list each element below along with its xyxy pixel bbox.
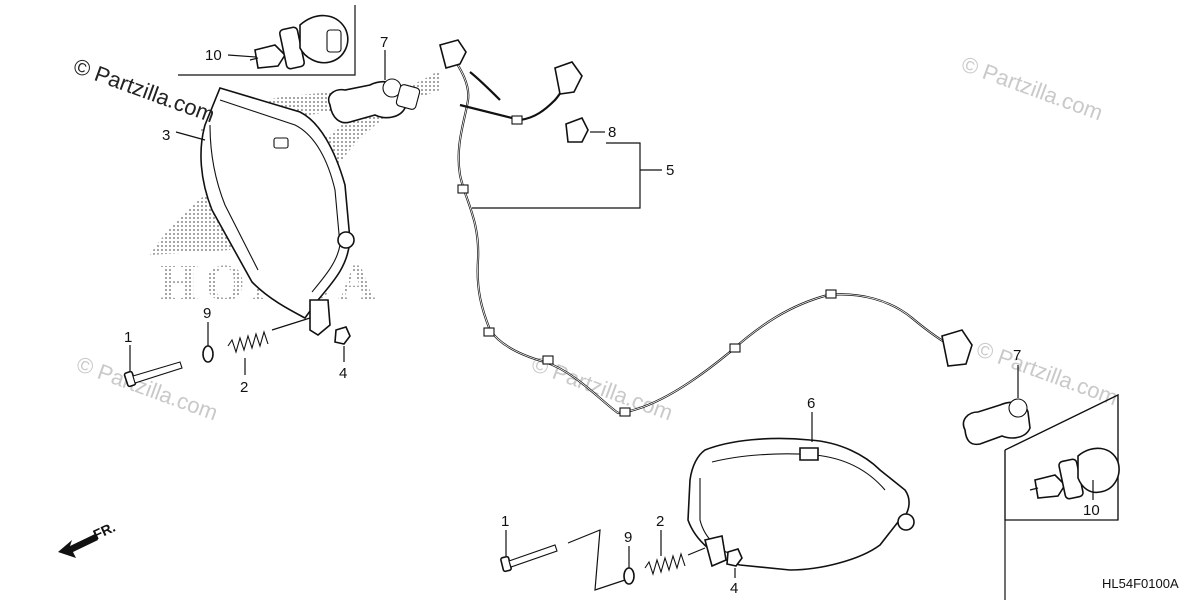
fasteners-right: 1 9 2 4 bbox=[500, 513, 743, 597]
callout-bolt-left: 1 bbox=[124, 329, 132, 346]
harness-clip bbox=[542, 355, 554, 365]
callout-bulb-top: 7 bbox=[380, 34, 388, 51]
connector-plug bbox=[554, 61, 583, 95]
headlight-right: 6 bbox=[687, 395, 915, 571]
watermark-text: © Partzilla.com bbox=[958, 51, 1106, 125]
spring-left: 2 bbox=[227, 317, 311, 396]
socket-box-right: 10 bbox=[1004, 394, 1120, 600]
harness-clip bbox=[825, 289, 837, 299]
connector-plug bbox=[941, 329, 973, 367]
washer-left: 9 bbox=[202, 305, 214, 363]
bulb-top: 7 bbox=[327, 34, 421, 124]
callout-bulb-right: 7 bbox=[1013, 347, 1021, 364]
front-direction-indicator: FR. bbox=[58, 519, 118, 558]
spring-right: 2 bbox=[644, 513, 706, 576]
callout-socket-top: 10 bbox=[205, 47, 222, 64]
socket-box-top: 10 bbox=[178, 5, 356, 76]
callout-harness: 5 bbox=[666, 162, 674, 179]
callout-bolt-right: 1 bbox=[501, 513, 509, 530]
connector-plug bbox=[439, 39, 467, 69]
leader-line bbox=[567, 529, 626, 591]
callout-nut-left: 4 bbox=[339, 365, 347, 382]
leader-line bbox=[175, 131, 206, 141]
bulb-right: 7 bbox=[962, 347, 1031, 446]
callout-nut-right: 4 bbox=[730, 580, 738, 597]
harness-clip bbox=[483, 327, 495, 337]
direction-label: FR. bbox=[91, 519, 118, 543]
fasteners-left: 1 9 2 4 bbox=[123, 305, 351, 396]
watermark-text: © Partzilla.com bbox=[973, 336, 1121, 410]
diagram-code: HL54F0100A bbox=[1102, 576, 1179, 591]
callout-headlight-right: 6 bbox=[807, 395, 815, 412]
callout-washer-right: 9 bbox=[624, 529, 632, 546]
bulb-socket-top bbox=[249, 14, 349, 70]
nut-left: 4 bbox=[334, 326, 351, 382]
harness-clip bbox=[457, 184, 469, 194]
callout-socket-right: 10 bbox=[1083, 502, 1100, 519]
bolt-right: 1 bbox=[500, 513, 558, 573]
leader-line bbox=[227, 54, 257, 58]
watermark-text: © Partzilla.com bbox=[73, 351, 221, 425]
callout-spring-left: 2 bbox=[240, 379, 248, 396]
leader-line bbox=[472, 142, 641, 209]
bulb-socket-right bbox=[1029, 447, 1120, 500]
connector-eight: 8 bbox=[565, 116, 616, 143]
wire-harness: 5 bbox=[439, 39, 973, 417]
callout-connector: 8 bbox=[608, 124, 616, 141]
harness-clip bbox=[619, 407, 631, 417]
harness-clip bbox=[511, 115, 523, 125]
watermark-text-top-left: © Partzilla.com bbox=[70, 53, 218, 127]
nut-right: 4 bbox=[726, 548, 743, 597]
bolt-left: 1 bbox=[123, 329, 183, 388]
callout-headlight-left: 3 bbox=[162, 127, 170, 144]
callout-washer-left: 9 bbox=[203, 305, 211, 322]
box-outline bbox=[178, 5, 356, 76]
harness-clip bbox=[729, 343, 741, 353]
front-arrow-icon bbox=[58, 534, 98, 558]
washer-right: 9 bbox=[623, 529, 635, 585]
callout-spring-right: 2 bbox=[656, 513, 664, 530]
headlight-left: 3 bbox=[162, 87, 355, 336]
